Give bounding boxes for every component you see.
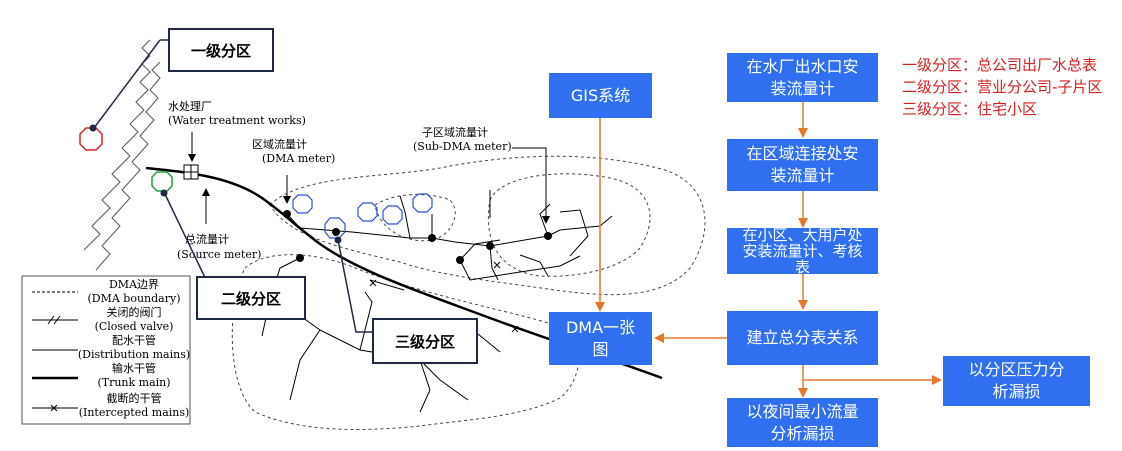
- level3-marker-icons: [292, 193, 433, 239]
- note-level3: 三级分区：住宅小区: [902, 100, 1038, 118]
- source-meter-label-cn: 总流量计: [185, 232, 229, 246]
- water-works-label-en: (Water treatment works): [168, 114, 306, 127]
- legend-closed-valve-cn: 关闭的阀门: [107, 305, 162, 319]
- step-night-flow-analysis: 以夜间最小流量分析漏损: [727, 398, 878, 447]
- step-pressure-analysis: 以分区压力分析漏损: [943, 356, 1090, 406]
- sub-dma-label-en: (Sub-DMA meter): [413, 140, 512, 153]
- river-banks: [83, 39, 161, 271]
- dma-meter-label-en: (DMA meter): [262, 152, 335, 165]
- legend-closed-valve-en: (Closed valve): [95, 320, 174, 333]
- legend-intercepted-cn: 截断的干管: [107, 391, 162, 405]
- legend-distribution-cn: 配水干管: [112, 333, 156, 347]
- note-level1: 一级分区：总公司出厂水总表: [902, 56, 1098, 74]
- level2-marker-icon: [151, 171, 173, 192]
- legend-trunk-cn: 输水干管: [112, 361, 156, 375]
- zone-level-notes: 一级分区：总公司出厂水总表 二级分区：营业分公司-子片区 三级分区：住宅小区: [902, 54, 1112, 120]
- legend: DMA边界 (DMA boundary) 关闭的阀门 (Closed valve…: [21, 275, 191, 425]
- dma-meter-label-cn: 区域流量计: [252, 137, 307, 151]
- legend-trunk-en: (Trunk main): [97, 376, 170, 389]
- legend-dma-boundary-cn: DMA边界: [109, 278, 159, 291]
- level1-marker-icon: [79, 127, 103, 151]
- step-community-meter: 在小区、大用户处安装流量计、考核表: [727, 228, 878, 274]
- dma-map-box: DMA一张图: [549, 312, 652, 365]
- level2-label: 二级分区: [196, 276, 306, 320]
- level1-label: 一级分区: [168, 28, 274, 72]
- gis-system-box: GIS系统: [549, 73, 652, 118]
- legend-dma-boundary-en: (DMA boundary): [87, 292, 180, 305]
- step-area-junction-meter: 在区域连接处安装流量计: [727, 139, 878, 191]
- flow-arrows: [595, 102, 942, 398]
- sub-dma-label-cn: 子区域流量计: [422, 125, 488, 139]
- legend-distribution-en: (Distribution mains): [78, 348, 190, 361]
- water-treatment-icon: [183, 164, 199, 180]
- note-level2: 二级分区：营业分公司-子片区: [902, 78, 1103, 96]
- level3-label: 三级分区: [372, 318, 478, 364]
- step-meter-hierarchy: 建立总分表关系: [727, 311, 878, 365]
- legend-intercepted-en: (Intercepted mains): [79, 406, 190, 419]
- distribution-mains: [261, 195, 613, 413]
- dma-boundaries: [231, 155, 706, 430]
- closed-valves: [369, 261, 519, 333]
- source-meter-label-en: (Source meter): [177, 248, 261, 261]
- water-works-label-cn: 水处理厂: [168, 100, 212, 113]
- meter-dots: [283, 210, 552, 264]
- step-plant-outlet-meter: 在水厂出水口安装流量计: [727, 53, 878, 102]
